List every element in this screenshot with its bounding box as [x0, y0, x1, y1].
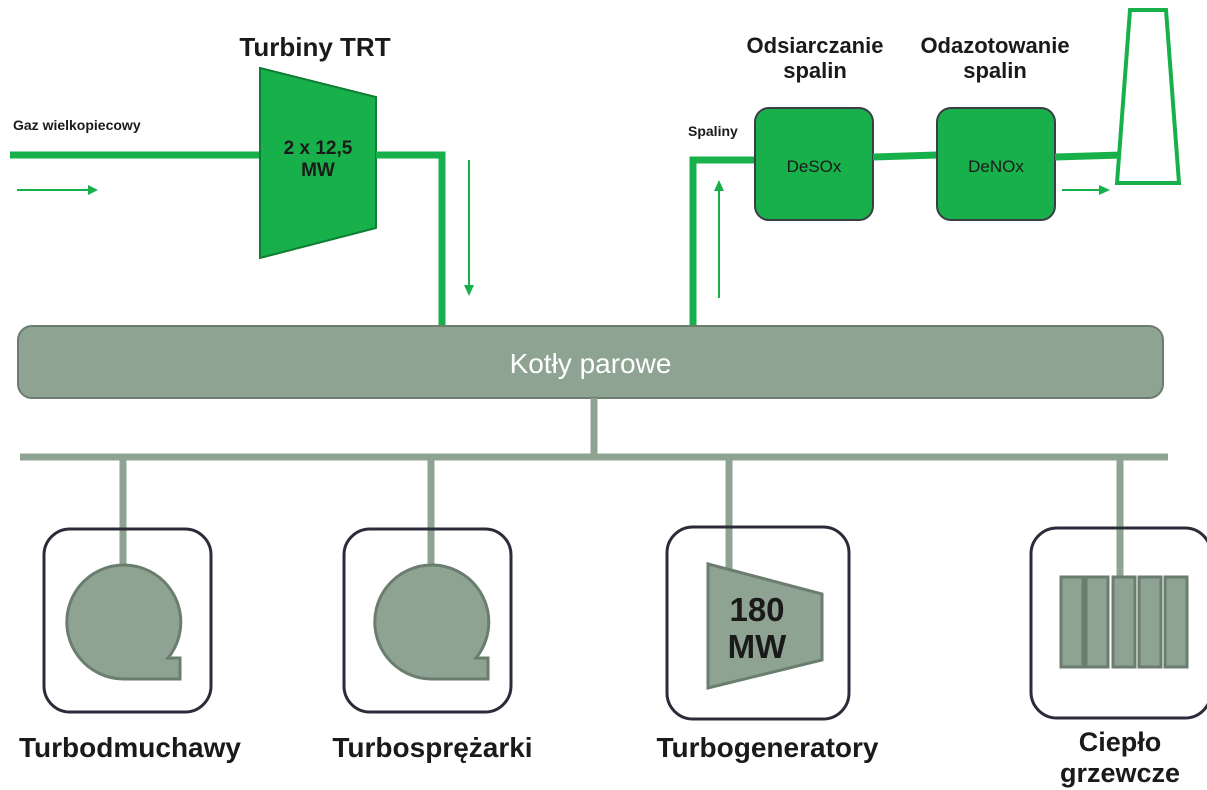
turbodmuchawy-frame [42, 527, 213, 714]
desox-box [754, 107, 874, 221]
trt-power-label: 2 x 12,5 MW [283, 138, 353, 181]
turbosprezarki-label: Turbosprężarki [332, 732, 533, 763]
chimney-icon [1114, 8, 1182, 185]
stack-flow-arrow-head [1099, 185, 1110, 195]
odsiarczanie-title: Odsiarczanie spalin [746, 33, 884, 84]
denox-to-stack-line [1054, 151, 1123, 161]
spaliny-label: Spaliny [688, 123, 738, 139]
denox-label: DeNOx [968, 157, 1024, 176]
turbogeneratory-frame [665, 525, 851, 721]
turbogeneratory-label: Turbogeneratory [656, 732, 879, 763]
gas-input-label: Gaz wielkopiecowy [13, 117, 141, 133]
generator-turbine-icon [706, 562, 824, 690]
boiler-to-desox-line [689, 156, 757, 326]
radiator-icon [1059, 575, 1189, 669]
desox-label: DeSOx [786, 157, 842, 176]
denox-box [936, 107, 1056, 221]
up-flow-arrow-head [714, 180, 724, 191]
trt-turbine-shape [259, 66, 377, 260]
desox-to-denox-line [872, 151, 938, 161]
cieplo-frame [1029, 526, 1207, 720]
down-flow-arrow-head [464, 285, 474, 296]
turbosprezarki-frame [342, 527, 513, 714]
trt-to-boiler-line [376, 151, 446, 326]
boiler-label: Kotły parowe [509, 348, 672, 379]
cieplo-label: Ciepło grzewcze [1059, 727, 1181, 789]
turbodmuchawy-label: Turbodmuchawy [19, 732, 241, 763]
compressor-icon [373, 563, 491, 681]
gas-flow-arrow-head [88, 185, 98, 195]
generator-power-label: 180 MW [727, 591, 787, 665]
turbiny-trt-title: Turbiny TRT [239, 32, 391, 62]
odazotowanie-title: Odazotowanie spalin [920, 33, 1070, 84]
blower-icon [65, 563, 183, 681]
